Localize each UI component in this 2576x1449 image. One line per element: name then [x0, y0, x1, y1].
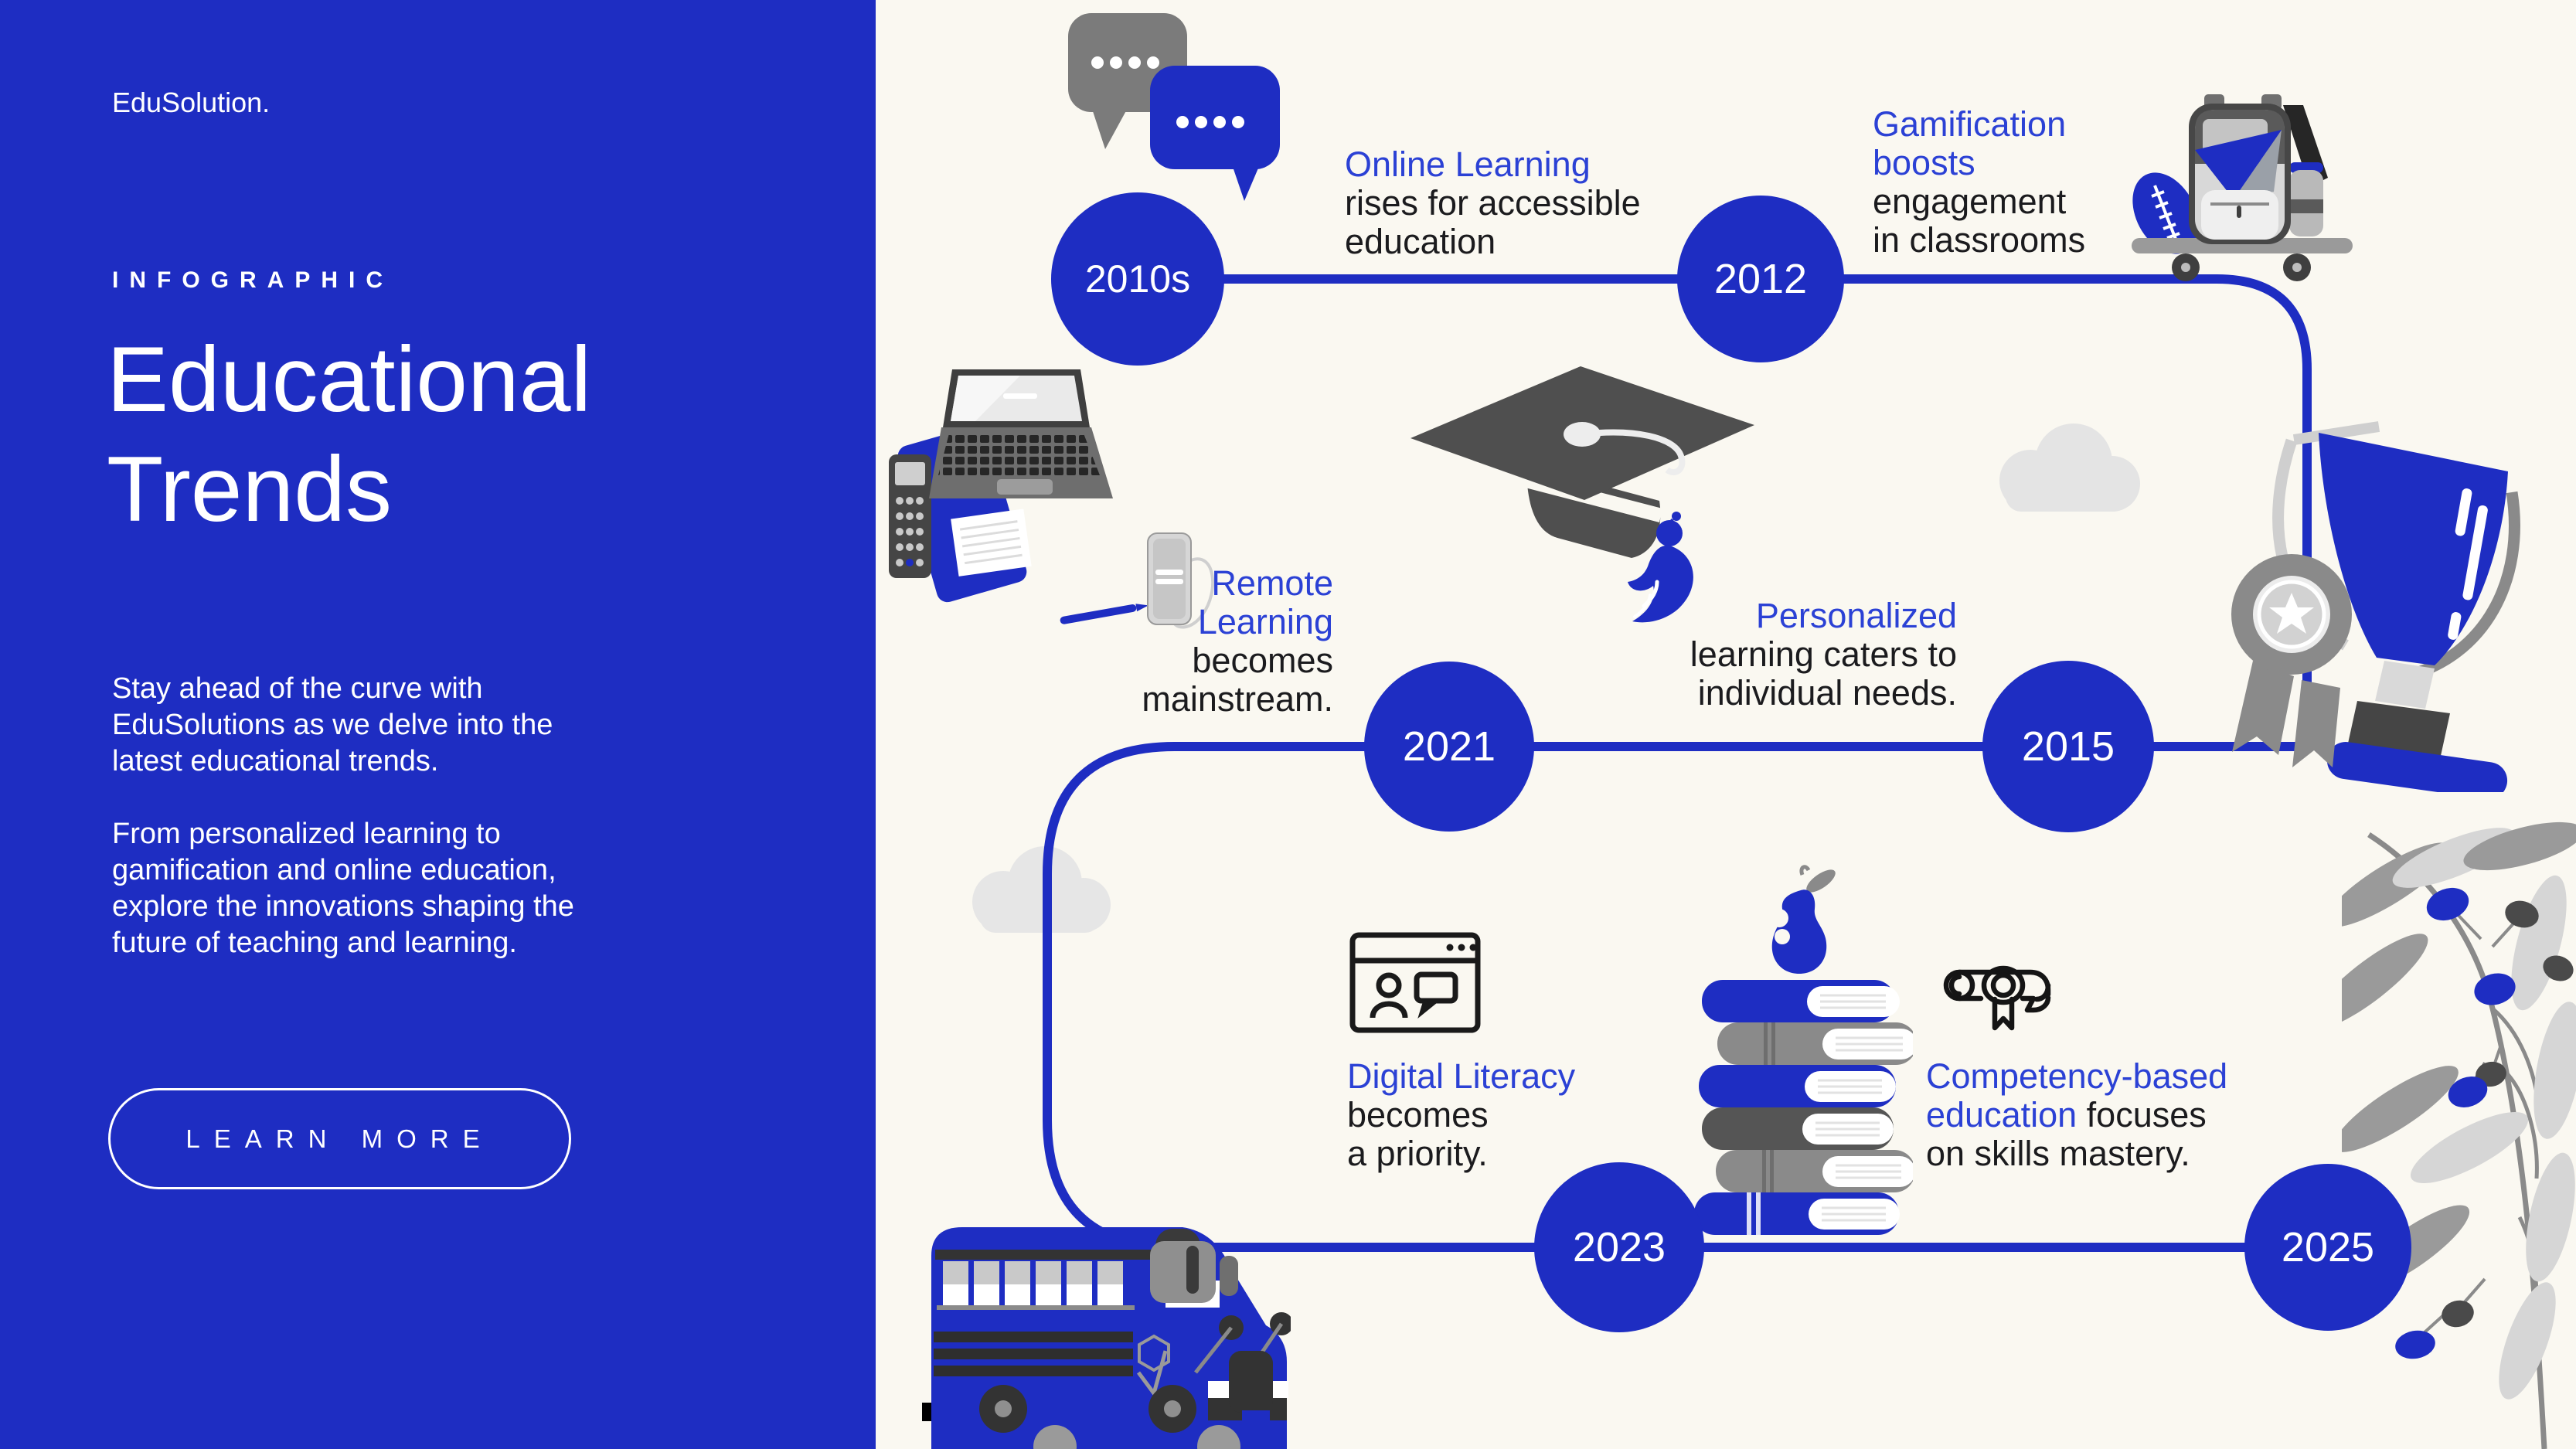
- timeline-node-2021: 2021: [1364, 662, 1534, 832]
- book: [1716, 1150, 1913, 1192]
- event-heading: education: [1926, 1095, 2077, 1134]
- timeline-node-2023: 2023: [1534, 1162, 1704, 1332]
- event-body: on skills mastery.: [1926, 1134, 2190, 1173]
- trophy-icon: [2231, 421, 2520, 792]
- paragraph-line: explore the innovations shaping the: [112, 890, 574, 923]
- year-label: 2012: [1713, 256, 1808, 302]
- chat-bubbles-icon: [1068, 13, 1280, 201]
- book: [1702, 1107, 1894, 1150]
- learn-more-button[interactable]: LEARN MORE: [108, 1088, 571, 1189]
- video-call-icon: [1349, 932, 1481, 1033]
- event-body: education: [1345, 222, 1496, 261]
- event-heading: Competency-based: [1926, 1056, 2228, 1096]
- paragraph-line: future of teaching and learning.: [112, 927, 517, 959]
- event-text-2025: Competency-based education focuses on sk…: [1926, 1057, 2227, 1173]
- cloud-icon: [1999, 423, 2140, 512]
- event-body: in classrooms: [1873, 220, 2086, 260]
- event-body: engagement: [1873, 182, 2067, 221]
- event-text-2015: Personalized learning caters to individu…: [1646, 597, 1957, 713]
- event-body: individual needs.: [1697, 673, 1957, 713]
- learn-more-label: LEARN MORE: [185, 1124, 494, 1153]
- timeline-node-2015: 2015: [1982, 661, 2154, 832]
- detail-paragraph: From personalized learning to gamificati…: [112, 816, 574, 961]
- book: [1699, 1065, 1896, 1107]
- event-body: focuses: [2077, 1095, 2207, 1134]
- event-body: mainstream.: [1142, 679, 1333, 719]
- event-body: learning caters to: [1690, 634, 1957, 674]
- timeline-node-2025: 2025: [2244, 1164, 2411, 1331]
- book: [1694, 1192, 1900, 1235]
- event-heading: boosts: [1873, 143, 1975, 182]
- brand-logo: EduSolution.: [112, 87, 271, 118]
- year-label: 2015: [2021, 723, 2115, 770]
- event-heading: Personalized: [1755, 596, 1957, 635]
- event-text-2023: Digital Literacy becomes a priority.: [1347, 1057, 1575, 1173]
- paragraph-line: gamification and online education,: [112, 854, 556, 886]
- event-text-2012: Gamification boosts engagement in classr…: [1873, 105, 2085, 260]
- school-bus-icon: [922, 1227, 1291, 1449]
- year-label: 2025: [2281, 1224, 2375, 1270]
- title-line: Trends: [107, 437, 393, 541]
- laptop-workspace-icon: [889, 369, 1215, 629]
- book-stack-icon: [1694, 865, 1913, 1235]
- year-label: 2010s: [1084, 257, 1191, 301]
- graduation-cap-icon: [1411, 366, 1754, 623]
- backpack-icon: [2132, 94, 2353, 281]
- event-heading: Learning: [1197, 602, 1333, 641]
- paragraph-line: Stay ahead of the curve with: [112, 672, 483, 705]
- event-body: becomes: [1192, 641, 1333, 680]
- bird-icon: [1628, 512, 1693, 623]
- intro-paragraph: Stay ahead of the curve with EduSolution…: [112, 671, 553, 780]
- event-body: a priority.: [1347, 1134, 1488, 1173]
- eyebrow-label: INFOGRAPHIC: [112, 267, 393, 293]
- event-heading: Remote: [1211, 563, 1333, 603]
- event-heading: Digital Literacy: [1347, 1056, 1576, 1096]
- year-label: 2023: [1572, 1224, 1666, 1270]
- timeline-node-2012: 2012: [1677, 196, 1844, 362]
- paragraph-line: EduSolutions as we delve into the: [112, 709, 553, 741]
- event-heading: Online Learning: [1345, 145, 1591, 184]
- title-line: Educational: [107, 328, 592, 431]
- book: [1702, 980, 1900, 1022]
- year-label: 2021: [1402, 723, 1496, 770]
- event-body: rises for accessible: [1345, 183, 1641, 223]
- event-heading: Gamification: [1873, 104, 2067, 144]
- book: [1717, 1022, 1913, 1065]
- paragraph-line: From personalized learning to: [112, 818, 501, 850]
- diploma-scroll-icon: [1943, 965, 2051, 1031]
- left-panel: EduSolution. INFOGRAPHIC Educational Tre…: [0, 0, 876, 1449]
- event-heading-mixed: education focuses: [1926, 1096, 2227, 1134]
- paragraph-line: latest educational trends.: [112, 745, 439, 777]
- event-text-2010s: Online Learning rises for accessible edu…: [1345, 145, 1641, 261]
- olive-branch-icon: [2342, 821, 2576, 1449]
- timeline-node-2010s: 2010s: [1051, 192, 1224, 366]
- event-body: becomes: [1347, 1095, 1489, 1134]
- page-title: Educational Trends: [107, 325, 591, 544]
- event-text-2021: Remote Learning becomes mainstream.: [1024, 564, 1333, 719]
